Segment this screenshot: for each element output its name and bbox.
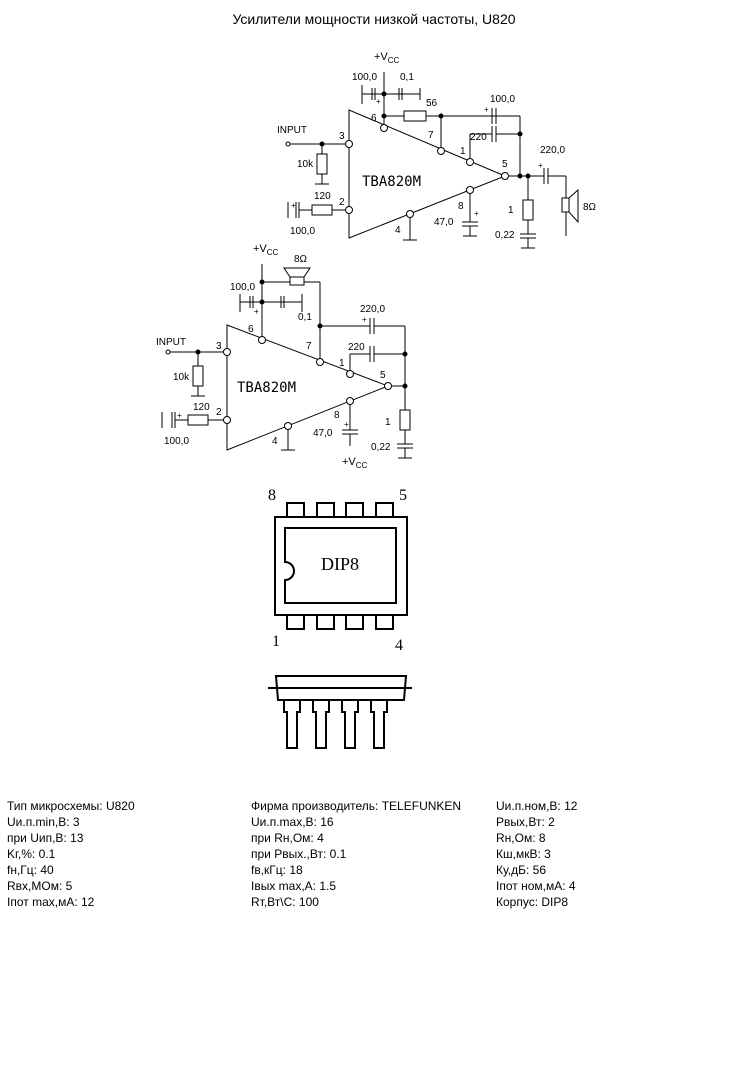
circuit-1-labels: +VCC 100,0 0,1 + 56 100,0 + 220 220,0 + … <box>277 51 597 241</box>
svg-text:+: + <box>344 420 349 429</box>
spec-r-load: Rн,Ом: 8 <box>496 831 546 845</box>
svg-text:220: 220 <box>470 132 487 143</box>
svg-text:4: 4 <box>272 436 278 447</box>
svg-text:220,0: 220,0 <box>540 145 565 156</box>
spec-v-nom: Uи.п.ном,В: 12 <box>496 799 578 813</box>
spec-noise: Кш,мкВ: 3 <box>496 847 551 861</box>
spec-r-in: Rвх,МОм: 5 <box>7 879 73 893</box>
svg-text:+: + <box>362 315 367 324</box>
svg-text:+VCC: +VCC <box>253 243 279 257</box>
dip8-package-top <box>274 502 408 630</box>
spec-manufacturer: Фирма производитель: TELEFUNKEN <box>251 799 462 813</box>
svg-text:1: 1 <box>460 146 466 157</box>
spec-vmax: Uи.п.max,В: 16 <box>251 815 334 829</box>
svg-text:+VCC: +VCC <box>374 51 400 65</box>
svg-text:+: + <box>484 105 489 114</box>
amplifier-triangle-1 <box>348 109 507 239</box>
specs-column-2: Фирма производитель: TELEFUNKEN Uи.п.max… <box>251 798 461 910</box>
svg-text:100,0: 100,0 <box>490 94 515 105</box>
svg-text:8Ω: 8Ω <box>583 202 597 213</box>
spec-i-nom: Iпот ном,мА: 4 <box>496 879 576 893</box>
amplifier-triangle-2 <box>226 324 390 451</box>
spec-test-power: при Pвых.,Вт: 0.1 <box>251 847 347 861</box>
dip8-labels: DIP8 8 5 1 4 <box>268 487 407 654</box>
svg-text:+: + <box>538 161 543 170</box>
svg-text:5: 5 <box>399 487 407 504</box>
svg-text:+: + <box>177 411 182 420</box>
svg-text:5: 5 <box>502 159 508 170</box>
spec-vmin: Uи.п.min,В: 3 <box>7 815 80 829</box>
svg-text:100,0: 100,0 <box>164 436 189 447</box>
page-title: Усилители мощности низкой частоты, U820 <box>232 11 515 27</box>
svg-text:0,22: 0,22 <box>495 230 515 241</box>
spec-thd: Kг,%: 0.1 <box>7 847 56 861</box>
spec-r-thermal: Rт,Вт\С: 100 <box>251 895 319 909</box>
spec-test-load: при Rн,Ом: 4 <box>251 831 324 845</box>
svg-text:+: + <box>291 201 296 210</box>
svg-text:8: 8 <box>458 201 464 212</box>
svg-text:4: 4 <box>395 637 403 654</box>
circuit-2-labels: +VCC 8Ω 100,0 0,1 + 220,0 + 220 INPUT 10… <box>156 243 391 470</box>
spec-package: Корпус: DIP8 <box>496 895 569 909</box>
spec-f-high: fв,кГц: 18 <box>251 863 303 877</box>
svg-text:220: 220 <box>348 342 365 353</box>
svg-text:0,1: 0,1 <box>400 72 414 83</box>
svg-text:10k: 10k <box>297 159 314 170</box>
svg-text:1: 1 <box>508 205 514 216</box>
svg-text:5: 5 <box>380 370 386 381</box>
specs-column-1: Тип микросхемы: U820 Uи.п.min,В: 3 при U… <box>7 798 135 910</box>
svg-text:0,22: 0,22 <box>371 442 391 453</box>
chip-label-1: TBA820M <box>362 174 421 190</box>
spec-test-voltage: при Uип,В: 13 <box>7 831 84 845</box>
svg-text:4: 4 <box>395 225 401 236</box>
spec-i-max: Iпот max,мА: 12 <box>7 895 95 909</box>
svg-text:1: 1 <box>272 633 280 650</box>
svg-text:1: 1 <box>385 417 391 428</box>
svg-text:0,1: 0,1 <box>298 312 312 323</box>
svg-text:2: 2 <box>216 407 222 418</box>
svg-text:2: 2 <box>339 197 345 208</box>
svg-text:8: 8 <box>268 487 276 504</box>
svg-text:+: + <box>474 209 479 218</box>
svg-text:100,0: 100,0 <box>290 226 315 237</box>
spec-f-low: fн,Гц: 40 <box>7 863 54 877</box>
package-name: DIP8 <box>321 554 359 574</box>
chip-label-2: TBA820M <box>237 380 296 396</box>
svg-text:8Ω: 8Ω <box>294 254 308 265</box>
svg-text:56: 56 <box>426 98 438 109</box>
circuit-1 <box>285 72 579 249</box>
svg-text:100,0: 100,0 <box>230 282 255 293</box>
svg-text:3: 3 <box>339 131 345 142</box>
svg-text:+VCC: +VCC <box>342 456 368 470</box>
svg-text:6: 6 <box>371 113 377 124</box>
svg-text:+: + <box>376 97 381 106</box>
svg-text:100,0: 100,0 <box>352 72 377 83</box>
svg-text:+: + <box>254 307 259 316</box>
svg-text:220,0: 220,0 <box>360 304 385 315</box>
circuit-2 <box>161 264 413 459</box>
svg-text:1: 1 <box>339 358 345 369</box>
svg-text:8: 8 <box>334 410 340 421</box>
svg-text:3: 3 <box>216 341 222 352</box>
svg-text:INPUT: INPUT <box>156 337 186 348</box>
spec-gain: Ку,дБ: 56 <box>496 863 547 877</box>
spec-chip-type: Тип микросхемы: U820 <box>7 799 135 813</box>
svg-text:10k: 10k <box>173 372 190 383</box>
dip8-package-side <box>268 675 412 749</box>
specs-column-3: Uи.п.ном,В: 12 Pвых,Вт: 2 Rн,Ом: 8 Кш,мк… <box>496 798 577 910</box>
svg-text:120: 120 <box>193 402 210 413</box>
svg-text:7: 7 <box>306 341 312 352</box>
svg-text:7: 7 <box>428 130 434 141</box>
spec-i-out-max: Iвых max,А: 1.5 <box>251 879 337 893</box>
svg-text:120: 120 <box>314 191 331 202</box>
svg-text:47,0: 47,0 <box>313 428 333 439</box>
svg-text:6: 6 <box>248 324 254 335</box>
svg-text:47,0: 47,0 <box>434 217 454 228</box>
spec-p-out: Pвых,Вт: 2 <box>496 815 555 829</box>
svg-text:INPUT: INPUT <box>277 125 307 136</box>
